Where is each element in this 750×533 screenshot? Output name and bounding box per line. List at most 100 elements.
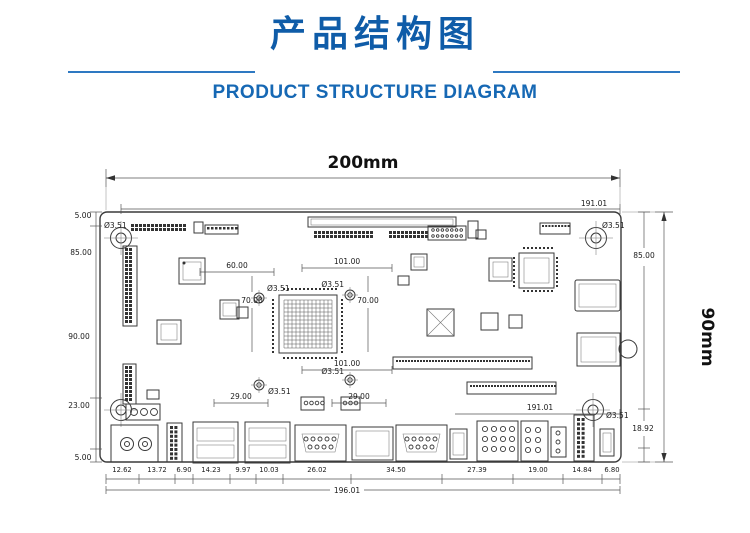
component-small-bottom-3 [550, 426, 567, 458]
page-header: 产品结构图 PRODUCT STRUCTURE DIAGRAM [0, 0, 750, 107]
mounting-hole-bottom-left [104, 393, 138, 427]
hdmi-connector-right [574, 279, 621, 312]
mounting-hole-center-2: Ø3.51 [321, 280, 358, 303]
dim-right-column: 85.00 18.92 [632, 211, 655, 463]
pin-header-29mm-1 [300, 396, 325, 411]
hole-dia-label: Ø3.51 [268, 387, 291, 396]
mounting-hole-center-4: Ø3.51 [321, 367, 358, 388]
dim-chain-0: 12.62 [112, 466, 131, 474]
chip-mid-right-2 [488, 257, 513, 282]
dim-inner-101-top: 101.00 [301, 257, 393, 272]
dim-chain-4: 9.97 [235, 466, 250, 474]
dim-inner-29-right: 29.00 [331, 392, 387, 407]
mounting-hole-top-right: Ø3.51 [579, 221, 625, 255]
chip-small-4 [508, 314, 523, 329]
ffc-connector-top-right [539, 222, 571, 235]
power-jack [110, 424, 159, 463]
dot-connector-2 [520, 420, 549, 462]
chip-small-3 [480, 312, 499, 331]
mounting-hole-bottom-right: Ø3.51 [576, 393, 629, 427]
hole-dia-label: Ø3.51 [267, 284, 290, 293]
dim-label-right-1892: 18.92 [632, 424, 654, 433]
mounting-hole-center-1: Ø3.51 [251, 284, 290, 306]
left-rule [68, 71, 255, 74]
dot-connector-1 [476, 420, 519, 462]
mounting-hole-top-left: Ø3.51 [104, 221, 138, 255]
pin-header-top-center-2 [389, 231, 428, 238]
dim-chain-8: 27.39 [467, 466, 486, 474]
connector-top-dots [427, 225, 467, 241]
dim-label-60: 60.00 [226, 261, 248, 270]
dim-label-19601: 196.01 [334, 486, 360, 495]
dim-label-left-23: 23.00 [68, 401, 90, 410]
dim-bottom-chain: 12.62 13.72 6.90 14.23 9.97 10.03 26.02 … [105, 466, 621, 484]
dim-inner-70-left: 70.00 [241, 276, 263, 352]
hole-dia-label: Ø3.51 [104, 221, 127, 230]
dim-chain-7: 34.50 [386, 466, 405, 474]
connector-bottom-mid [351, 426, 394, 461]
sodimm-connector-2 [466, 381, 557, 395]
page-title-cn: 产品结构图 [269, 14, 480, 55]
db9-serial-port-1 [294, 424, 347, 462]
usb-stack-2 [244, 421, 291, 464]
dim-label-90mm: 90mm [697, 307, 717, 366]
edge-connector-top-center [307, 216, 457, 228]
dim-chain-9: 19.00 [528, 466, 547, 474]
dim-label-left-90: 90.00 [68, 332, 90, 341]
db9-serial-port-2 [395, 424, 448, 462]
dim-label-19101-bottom: 191.01 [527, 403, 553, 412]
dim-inner-60: 60.00 [199, 261, 275, 276]
page-title-en: PRODUCT STRUCTURE DIAGRAM [212, 82, 538, 104]
dim-chain-11: 6.80 [604, 466, 619, 474]
subtitle-row: PRODUCT STRUCTURE DIAGRAM [0, 55, 750, 107]
mounting-hole-center-3: Ø3.51 [251, 377, 291, 396]
component-small-bottom-1 [146, 389, 160, 400]
dim-label-29-left: 29.00 [230, 392, 252, 401]
dim-top-right-span: 191.01 [120, 199, 621, 214]
dim-chain-2: 6.90 [176, 466, 191, 474]
chip-small-2 [397, 275, 410, 286]
hole-dia-label: Ø3.51 [606, 411, 629, 420]
chip-mid-left-1 [219, 299, 240, 320]
right-rule [493, 71, 680, 74]
chip-mid-right-1 [410, 253, 428, 271]
dim-inner-101-bottom: 101.00 [301, 359, 393, 374]
dim-chain-5: 10.03 [259, 466, 278, 474]
chip-upper-left [178, 257, 206, 285]
dim-label-70-right: 70.00 [357, 296, 379, 305]
dim-chain-3: 14.23 [201, 466, 220, 474]
pcb-board-outline [99, 211, 622, 463]
dim-bottom-total: 196.01 [105, 486, 621, 495]
chip-small-1 [236, 306, 249, 319]
dim-label-70-left: 70.00 [241, 296, 263, 305]
dim-chain-6: 26.02 [307, 466, 326, 474]
dim-label-200mm: 200mm [328, 153, 399, 173]
pin-header-top-center-1 [314, 231, 373, 238]
dim-label-bottom-offset: 5.00 [75, 453, 92, 462]
dim-left-column: 5.00 85.00 90.00 23.00 5.00 [68, 211, 102, 463]
dim-label-101-bottom: 101.00 [334, 359, 360, 368]
dim-chain-1: 13.72 [147, 466, 166, 474]
dim-label-101-top: 101.00 [334, 257, 360, 266]
pcb-structure-diagram: 200mm 90mm [0, 138, 750, 528]
pin-header-left-upper [122, 245, 138, 327]
hole-dia-label: Ø3.51 [321, 280, 344, 289]
dim-label-19101-top: 191.01 [581, 199, 607, 208]
hole-dia-label: Ø3.51 [321, 367, 344, 376]
dim-label-left-85: 85.00 [70, 248, 92, 257]
terminal-block [125, 403, 161, 421]
component-small-top-1 [193, 221, 204, 234]
ffc-connector-top-left [204, 224, 239, 235]
chip-x-marked [426, 308, 455, 337]
dim-label-top-offset: 5.00 [75, 211, 92, 220]
dim-overall-width: 200mm [105, 153, 621, 210]
component-small-top-3 [475, 229, 487, 240]
dim-inner-70-right: 70.00 [357, 276, 379, 352]
dim-inner-29-left: 29.00 [213, 392, 269, 407]
chip-right-qfp [513, 247, 558, 292]
component-small-bottom-2 [449, 428, 468, 460]
dim-chain-10: 14.84 [572, 466, 591, 474]
chip-mid-left-2 [156, 319, 182, 345]
pin-header-top-left [131, 224, 186, 231]
